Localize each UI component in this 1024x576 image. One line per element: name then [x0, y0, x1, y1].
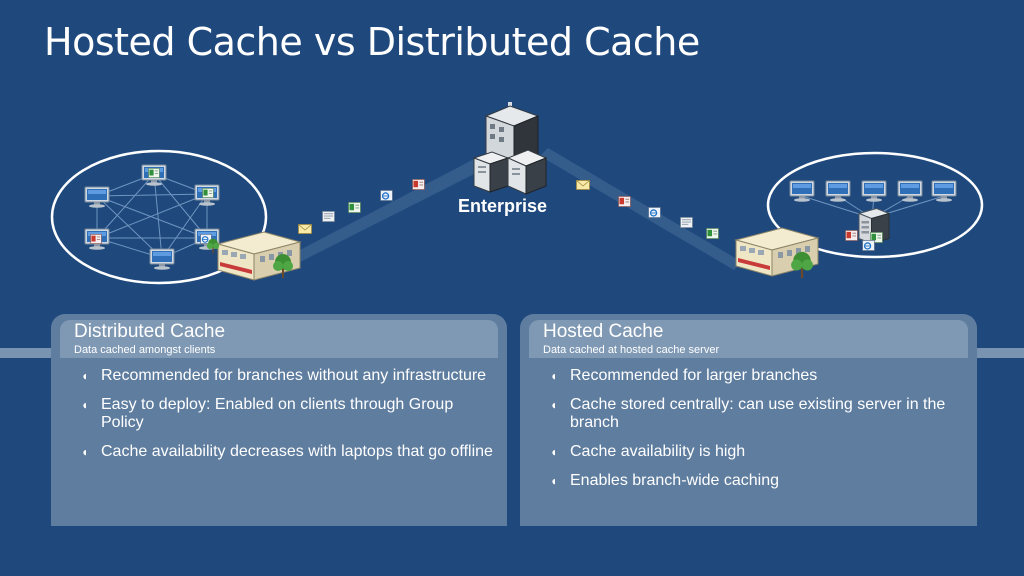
- enterprise-building-icon: [472, 102, 548, 195]
- enterprise-label: Enterprise: [458, 196, 548, 216]
- panel-header: [60, 320, 498, 358]
- bullet-icon: ◖: [81, 369, 89, 383]
- panel-subtitle: Data cached amongst clients: [74, 344, 216, 356]
- bullet-item: ◖Cache availability decreases with lapto…: [81, 443, 493, 460]
- bullet-icon: ◖: [550, 474, 558, 488]
- cached-file-icon: [148, 168, 160, 178]
- bullet-icon: ◖: [550, 445, 558, 459]
- panel-header: [529, 320, 968, 358]
- cached-file-icon: [202, 188, 214, 198]
- client-monitor-icon: [897, 180, 923, 202]
- panel-title: Hosted Cache: [543, 321, 664, 342]
- client-monitor-icon: [149, 248, 175, 270]
- bullet-item: ◖Recommended for branches without any in…: [81, 367, 487, 384]
- cached-file-icon: [348, 202, 361, 213]
- cached-file-icon: [380, 190, 393, 201]
- slide-title: Hosted Cache vs Distributed Cache: [44, 20, 700, 64]
- bullet-item: ◖Enables branch-wide caching: [550, 472, 780, 489]
- network-diagram: [50, 102, 984, 285]
- bullet-list: ◖Recommended for larger branches ◖Cache …: [550, 367, 963, 501]
- left-wan-arrow: [296, 156, 486, 262]
- distributed-cache-panel: Distributed Cache Data cached amongst cl…: [51, 314, 507, 526]
- bullet-item: ◖Recommended for larger branches: [550, 367, 818, 384]
- client-monitor-icon: [861, 180, 887, 202]
- bullet-list: ◖Recommended for branches without any in…: [81, 367, 493, 472]
- cached-file-icon: [618, 196, 631, 207]
- distributed-cache-ring: [50, 149, 268, 285]
- document-icon: [680, 217, 693, 228]
- bullet-icon: ◖: [81, 398, 89, 412]
- cached-file-icon: [90, 234, 102, 244]
- bullet-item: ◖Easy to deploy: Enabled on clients thro…: [81, 396, 454, 431]
- hosted-cache-panel: Hosted Cache Data cached at hosted cache…: [520, 314, 977, 526]
- panel-title: Distributed Cache: [74, 321, 226, 342]
- envelope-icon: [576, 180, 590, 190]
- cached-file-icon: [706, 228, 719, 239]
- bullet-item: ◖Cache stored centrally: can use existin…: [550, 396, 946, 431]
- cached-file-icon: [845, 230, 858, 241]
- peer-mesh-lines: [96, 173, 208, 259]
- panel-subtitle: Data cached at hosted cache server: [543, 344, 720, 356]
- right-wan-arrow: [540, 148, 742, 270]
- cached-file-icon: [412, 179, 425, 190]
- envelope-icon: [298, 224, 312, 234]
- bullet-icon: ◖: [550, 398, 558, 412]
- hosted-cache-ring: [766, 151, 984, 259]
- bullet-item: ◖Cache availability is high: [550, 443, 746, 460]
- bullet-icon: ◖: [81, 445, 89, 459]
- bullet-icon: ◖: [550, 369, 558, 383]
- document-icon: [322, 211, 335, 222]
- cached-file-icon: [862, 240, 875, 251]
- cached-file-icon: [648, 207, 661, 218]
- client-monitor-icon: [825, 180, 851, 202]
